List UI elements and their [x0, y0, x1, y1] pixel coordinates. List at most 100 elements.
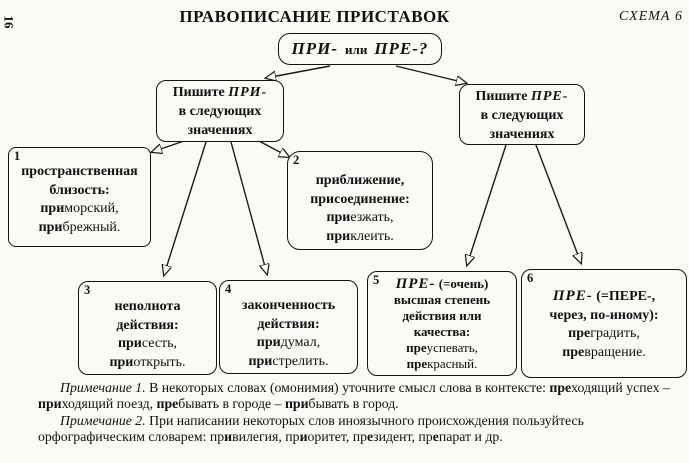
arrow-pre-to-box6: [535, 144, 581, 263]
box6-content: ПРЕ- (=ПЕРЕ-, через, по-иному): прегради…: [522, 270, 686, 362]
arrow-pri-to-box3: [164, 141, 207, 275]
note2-emph: и: [224, 429, 233, 445]
example-prefix: при: [326, 228, 351, 244]
example-rest: красный.: [427, 356, 478, 371]
note-2: Примечание 2. При написании некоторых сл…: [38, 413, 683, 446]
example-prefix: пре: [406, 356, 428, 371]
arrow-root-to-pri: [266, 65, 331, 78]
box4-number: 4: [225, 282, 232, 296]
note2-text: При написании некоторых слов иноязычного…: [38, 412, 584, 445]
arrow-pri-to-box2: [258, 140, 289, 157]
box4-title-line: законченность: [241, 298, 336, 313]
example-rest: морский,: [64, 201, 119, 216]
box3-number: 3: [84, 283, 91, 297]
prefix-pri: ПРИ-: [291, 39, 339, 58]
example-prefix: пре: [406, 340, 427, 355]
example-prefix: при: [40, 201, 65, 216]
box5-title-line: высшая степень: [393, 292, 491, 307]
example-prefix: при: [248, 353, 273, 369]
branch-pri-line1: Пишите ПРИ-: [173, 85, 267, 100]
branch-pre-line3: значениях: [489, 127, 555, 142]
box4-example: пристрелить.: [220, 353, 357, 372]
branch-box-pri: Пишите ПРИ- в следующих значениях: [156, 80, 284, 142]
example-rest: открыть.: [133, 354, 186, 370]
box3-content: неполнота действия: присесть, приоткрыть…: [79, 282, 216, 372]
example-prefix: при: [109, 354, 134, 370]
box1-content: пространственная близость: приморский, п…: [9, 148, 150, 237]
note1-text: В некоторых словах (омонимия) уточните с…: [145, 380, 550, 395]
box3-example: присесть,: [79, 335, 216, 354]
note2-label: Примечание 2.: [60, 412, 146, 428]
box4-example: придумал,: [220, 334, 357, 353]
note1-emph: при: [38, 396, 62, 412]
note1-emph: пре: [549, 380, 572, 395]
note1-label: Примечание 1.: [60, 380, 146, 395]
prefix-pre: ПРЕ-?: [374, 39, 429, 58]
arrow-pri-to-box1: [152, 140, 185, 152]
branch-pri-line2: в следующих: [178, 104, 262, 119]
meaning-box-5: 5 ПРЕ- (=очень) высшая степень действия …: [367, 271, 517, 376]
heading-rest: (=ПЕРЕ-,: [592, 289, 656, 304]
example-rest: градить,: [590, 326, 640, 341]
example-rest: сесть,: [141, 336, 178, 351]
meaning-box-4: 4 законченность действия: придумал, прис…: [219, 280, 358, 374]
box5-heading: ПРЕ- (=очень): [368, 276, 516, 292]
box5-number: 5: [373, 273, 380, 287]
example-rest: успевать,: [426, 340, 478, 355]
box5-example: преуспевать,: [368, 340, 516, 356]
box6-example: превращение.: [522, 344, 686, 363]
box1-title-line: близость:: [49, 182, 110, 198]
box6-number: 6: [527, 271, 534, 285]
box5-title-line: действия или: [402, 308, 482, 323]
page-title: ПРАВОПИСАНИЕ ПРИСТАВОК: [179, 7, 450, 26]
box4-content: законченность действия: придумал, пристр…: [220, 281, 357, 371]
note2-emph: и: [299, 429, 308, 445]
branch-pri-line3: значениях: [187, 123, 253, 138]
box2-content: приближение, присоединение: приезжать, п…: [288, 152, 432, 246]
note2-plain: зидент, пр: [373, 429, 433, 445]
box6-heading: ПРЕ- (=ПЕРЕ-,: [522, 287, 686, 307]
example-rest: езжать,: [350, 210, 394, 225]
note-1: Примечание 1. В некоторых словах (омоним…: [38, 380, 683, 413]
box5-example: прекрасный.: [368, 356, 516, 372]
example-rest: вращение.: [584, 344, 646, 360]
box1-example: приморский,: [9, 200, 150, 219]
example-rest: думал,: [280, 335, 321, 350]
box5-content: ПРЕ- (=очень) высшая степень действия ил…: [368, 272, 516, 372]
box5-title-line: качества:: [413, 324, 471, 339]
box1-example: прибрежный.: [9, 219, 150, 238]
note1-plain: ходящий поезд,: [61, 396, 157, 412]
or-word: или: [345, 42, 368, 57]
branch-pre-prefix: ПРЕ-: [530, 89, 569, 104]
heading-prefix: ПРЕ-: [395, 276, 436, 292]
box3-title-line: неполнота: [114, 299, 181, 314]
heading-rest: (=очень): [435, 276, 489, 291]
meaning-box-3: 3 неполнота действия: присесть, приоткры…: [78, 281, 217, 375]
note2-plain: оритет, пр: [307, 429, 368, 445]
example-rest: брежный.: [62, 219, 121, 235]
arrow-root-to-pre: [395, 65, 466, 83]
box4-title-line: действия:: [257, 316, 320, 332]
meaning-box-1: 1 пространственная близость: приморский,…: [8, 147, 151, 247]
arrow-pri-to-box4: [230, 141, 267, 274]
branch-pre-line1: Пишите ПРЕ-: [476, 89, 569, 104]
note2-emph: е: [432, 429, 439, 445]
example-prefix: пре: [568, 326, 591, 341]
box2-number: 2: [293, 153, 300, 167]
branch-pri-prefix: ПРИ-: [228, 85, 268, 100]
note2-emph: е: [367, 429, 374, 445]
box3-title-line: действия:: [116, 317, 179, 333]
box1-title-line: пространственная: [21, 164, 138, 179]
note1-plain: ходящий успех –: [571, 380, 670, 395]
branch-pre-line2: в следующих: [480, 108, 564, 123]
box1-number: 1: [14, 149, 21, 163]
meaning-box-6: 6 ПРЕ- (=ПЕРЕ-, через, по-иному): прегра…: [521, 269, 687, 378]
example-prefix: при: [117, 336, 142, 351]
heading-prefix: ПРЕ-: [552, 288, 593, 304]
box2-title-line: присоединение:: [310, 191, 410, 207]
note2-plain: пр: [209, 429, 225, 445]
box2-example: приезжать,: [288, 209, 432, 228]
example-rest: стрелить.: [272, 353, 329, 369]
note1-emph: при: [284, 396, 309, 412]
